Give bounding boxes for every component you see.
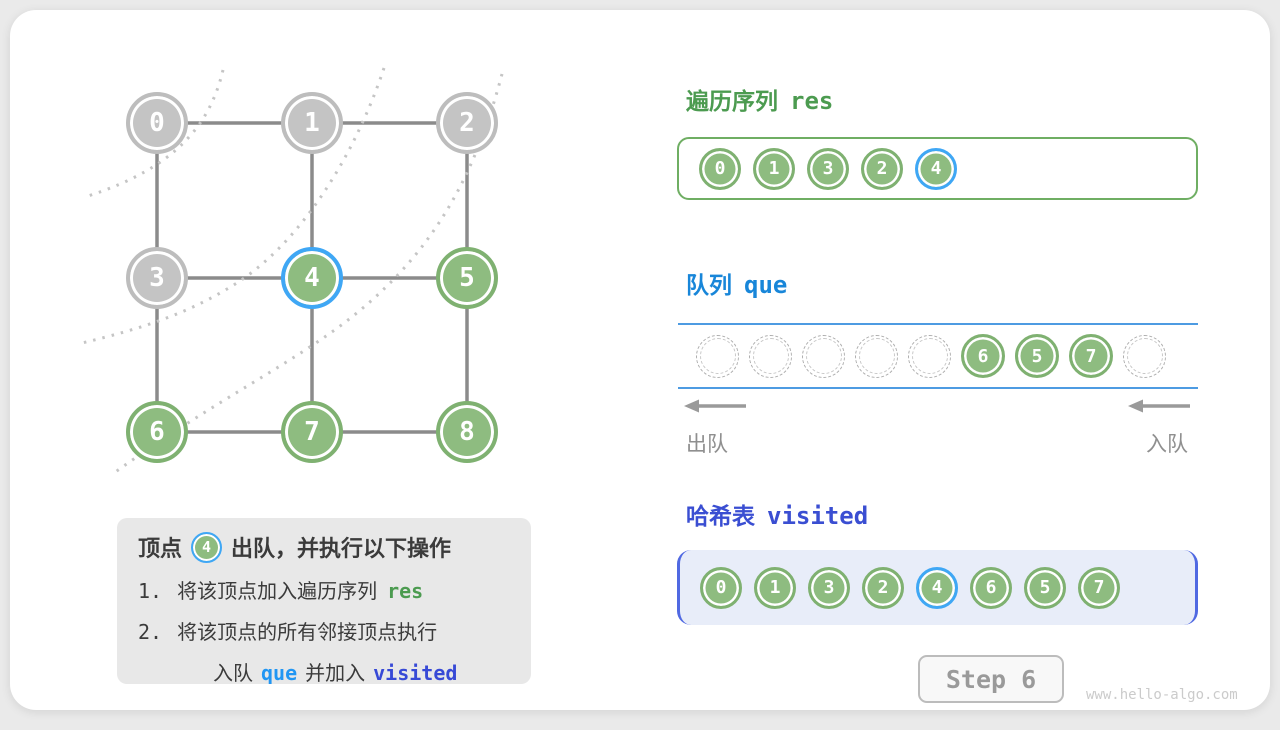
- info-title: 顶点 4 出队，并执行以下操作: [138, 531, 531, 563]
- dequeue-label: 出队: [686, 433, 728, 456]
- info-title-prefix: 顶点: [138, 536, 183, 561]
- step-indicator: Step 6: [918, 655, 1064, 703]
- res-sequence-box: 0 1 3 2 4: [677, 137, 1198, 200]
- queue-slot-empty-8: [1123, 334, 1166, 378]
- res-item-0: 0: [699, 147, 741, 190]
- visited-item-7: 7: [1078, 566, 1120, 609]
- graph-node-5: 5: [436, 247, 498, 309]
- queue-slot-empty-3: [855, 334, 898, 378]
- graph-node-3: 3: [126, 247, 188, 309]
- visited-item-3: 2: [862, 566, 904, 609]
- queue-slot-empty-2: [802, 334, 845, 378]
- graph-node-1: 1: [281, 92, 343, 154]
- res-item-1: 1: [753, 147, 795, 190]
- queue-slot-empty-1: [749, 334, 792, 378]
- watermark-text: www.hello-algo.com: [1086, 687, 1238, 703]
- queue-slot-empty-4: [908, 334, 951, 378]
- step-2b-code-que: que: [261, 661, 298, 685]
- res-item-2: 3: [807, 147, 849, 190]
- res-item-3: 2: [861, 147, 903, 190]
- graph-node-4-current: 4: [281, 247, 343, 309]
- operation-info-box: 顶点 4 出队，并执行以下操作 1. 将该顶点加入遍历序列 res 2. 将该顶…: [117, 518, 531, 686]
- info-step-1: 1. 将该顶点加入遍历序列 res: [138, 575, 531, 604]
- step-2b-text2: 并加入: [305, 663, 366, 685]
- visited-set-box: 0 1 3 2 4 6 5 7: [677, 550, 1198, 625]
- graph-node-2: 2: [436, 92, 498, 154]
- visited-item-1: 1: [754, 566, 796, 609]
- res-item-4-current: 4: [915, 147, 957, 190]
- queue-heading-code: que: [744, 271, 788, 299]
- res-heading-zh: 遍历序列: [686, 88, 778, 114]
- visited-item-0: 0: [700, 566, 742, 609]
- queue-item-6: 6: [961, 334, 1005, 378]
- queue-heading-zh: 队列: [686, 272, 732, 298]
- step-2-text: 将该顶点的所有邻接顶点执行: [177, 622, 438, 644]
- queue-item-5: 5: [1015, 334, 1059, 378]
- visited-item-6: 5: [1024, 566, 1066, 609]
- graph-node-8: 8: [436, 401, 498, 463]
- vertex-badge: 4: [191, 531, 223, 563]
- visited-item-4-current: 4: [916, 566, 958, 609]
- res-heading-code: res: [790, 87, 834, 115]
- step-1-number: 1.: [138, 579, 163, 603]
- graph-node-0: 0: [126, 92, 188, 154]
- step-1-code-res: res: [387, 579, 424, 603]
- info-step-2-continued: 入队 que 并加入 visited: [138, 657, 531, 686]
- info-title-suffix: 出队，并执行以下操作: [231, 536, 452, 561]
- step-2b-text1: 入队: [213, 663, 253, 685]
- visited-item-5: 6: [970, 566, 1012, 609]
- queue-item-7: 7: [1069, 334, 1113, 378]
- visited-item-2: 3: [808, 566, 850, 609]
- visited-section-heading: 哈希表 visited: [686, 497, 868, 531]
- dequeue-arrow-icon: [684, 399, 746, 413]
- visited-heading-zh: 哈希表: [686, 503, 755, 529]
- enqueue-label: 入队: [1146, 433, 1188, 456]
- figure-card: 0 1 2 3 4 5 6 7 8 顶点 4 出队，并执行以下操作 1. 将该顶…: [10, 10, 1270, 710]
- step-2-number: 2.: [138, 620, 163, 644]
- visited-heading-code: visited: [767, 502, 869, 530]
- queue-section-heading: 队列 que: [686, 266, 787, 300]
- queue-track: 6 5 7: [678, 323, 1198, 389]
- queue-slot-empty-0: [696, 334, 739, 378]
- step-1-text: 将该顶点加入遍历序列: [177, 581, 378, 603]
- step-2b-code-visited: visited: [373, 661, 458, 685]
- graph-node-7: 7: [281, 401, 343, 463]
- enqueue-arrow-icon: [1128, 399, 1190, 413]
- graph-node-6: 6: [126, 401, 188, 463]
- info-step-2: 2. 将该顶点的所有邻接顶点执行: [138, 616, 531, 645]
- res-section-heading: 遍历序列 res: [686, 82, 833, 116]
